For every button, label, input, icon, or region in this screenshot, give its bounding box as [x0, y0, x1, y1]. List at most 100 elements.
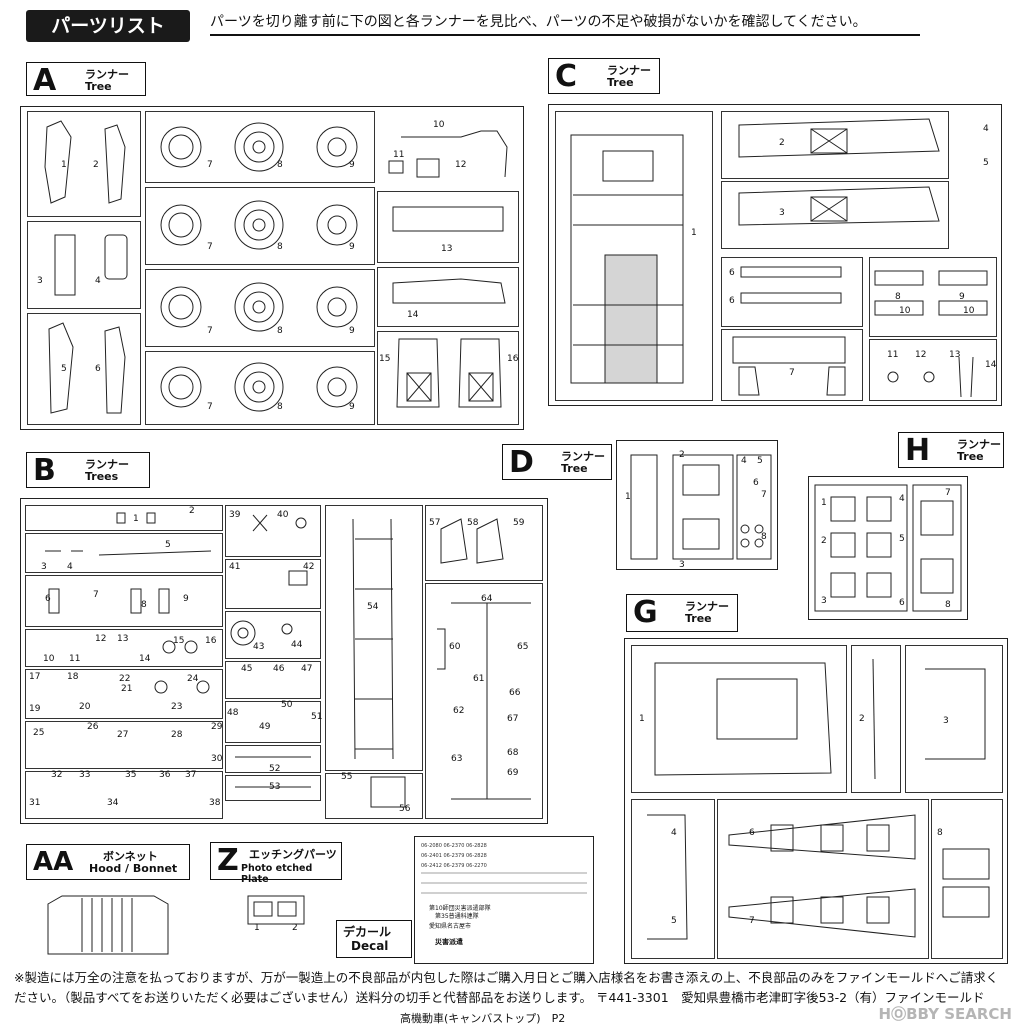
wheel-row-2 — [145, 187, 375, 265]
part-b45-47-cell — [225, 661, 321, 699]
svg-text:11: 11 — [393, 150, 404, 160]
tree-a-letter: A — [33, 63, 57, 98]
tree-d-label: D ランナー Tree — [502, 444, 612, 480]
svg-text:10: 10 — [43, 654, 55, 664]
svg-text:2: 2 — [779, 138, 785, 148]
svg-text:55: 55 — [341, 772, 352, 782]
part-b54-cell — [325, 505, 423, 771]
tree-g-letter: G — [633, 595, 658, 630]
svg-text:53: 53 — [269, 782, 280, 792]
tree-aa-letter: AA — [33, 847, 74, 877]
svg-text:7: 7 — [93, 590, 99, 600]
svg-text:6: 6 — [753, 478, 759, 488]
svg-text:1: 1 — [639, 714, 645, 724]
svg-text:15: 15 — [379, 354, 390, 364]
svg-text:4: 4 — [741, 456, 747, 466]
svg-text:8: 8 — [277, 160, 283, 170]
svg-text:65: 65 — [517, 642, 528, 652]
svg-text:7: 7 — [207, 242, 213, 252]
tree-h-jp: ランナー — [957, 438, 1001, 451]
svg-text:3: 3 — [821, 596, 827, 606]
svg-text:13: 13 — [949, 350, 960, 360]
svg-text:6: 6 — [95, 364, 101, 374]
tree-d-letter: D — [509, 445, 534, 480]
svg-text:35: 35 — [125, 770, 136, 780]
page-caption: 高機動車(キャンバストップ) P2 — [400, 1012, 566, 1025]
part-b25-30-cell — [25, 721, 223, 769]
svg-text:19: 19 — [29, 704, 41, 714]
svg-text:06-2080 06-2370 06-2828: 06-2080 06-2370 06-2828 — [421, 843, 487, 849]
svg-text:9: 9 — [349, 402, 355, 412]
tree-c-letter: C — [555, 59, 578, 94]
svg-text:1: 1 — [254, 923, 260, 933]
wheel-row-3 — [145, 269, 375, 347]
tree-z-jp: エッチングパーツ — [249, 848, 337, 861]
tree-c-jp: ランナー — [607, 64, 651, 77]
part-b31-38-cell — [25, 771, 223, 819]
svg-text:9: 9 — [349, 160, 355, 170]
svg-text:32: 32 — [51, 770, 62, 780]
svg-text:9: 9 — [183, 594, 189, 604]
decal-sheet: 06-2080 06-2370 06-2828 06-2401 06-2379 … — [414, 836, 594, 964]
part-g2-cell — [851, 645, 901, 793]
part-a15-a16-cell — [377, 331, 519, 425]
svg-text:6: 6 — [749, 828, 755, 838]
tree-a-en: Tree — [85, 80, 112, 93]
tree-g-label: G ランナー Tree — [626, 594, 738, 632]
svg-text:2: 2 — [292, 923, 298, 933]
svg-text:69: 69 — [507, 768, 519, 778]
decal-jp: デカール — [343, 925, 392, 939]
tree-h-drawing: 123 456 78 — [814, 484, 962, 612]
svg-text:64: 64 — [481, 594, 493, 604]
part-b3-5-cell — [25, 533, 223, 573]
tree-b-en: Trees — [85, 470, 119, 483]
svg-text:06-2401 06-2379 06-2828: 06-2401 06-2379 06-2828 — [421, 853, 487, 859]
tree-c-label: C ランナー Tree — [548, 58, 660, 94]
svg-text:18: 18 — [67, 672, 79, 682]
svg-text:59: 59 — [513, 518, 525, 528]
svg-text:1: 1 — [625, 492, 631, 502]
svg-text:11: 11 — [69, 654, 80, 664]
defect-notice: ※製造には万全の注意を払っておりますが、万が一製造上の不良部品が内包した際はご購… — [14, 970, 999, 1005]
svg-text:21: 21 — [121, 684, 132, 694]
svg-text:5: 5 — [165, 540, 171, 550]
tree-d-en: Tree — [561, 462, 588, 475]
svg-text:8: 8 — [277, 242, 283, 252]
svg-text:27: 27 — [117, 730, 128, 740]
hood-part-drawing — [47, 895, 169, 955]
part-b55-56-cell — [325, 773, 423, 819]
svg-text:33: 33 — [79, 770, 90, 780]
svg-text:12: 12 — [915, 350, 926, 360]
svg-text:7: 7 — [761, 490, 767, 500]
svg-text:2: 2 — [93, 160, 99, 170]
watermark: HⓄBBY SEARCH — [878, 1005, 1012, 1023]
svg-text:5: 5 — [983, 158, 989, 168]
part-g1-cell — [631, 645, 847, 793]
svg-text:2: 2 — [821, 536, 827, 546]
svg-text:54: 54 — [367, 602, 379, 612]
decal-line-3: 愛知県名古屋市 — [429, 923, 472, 930]
tree-z-en: Photo etched Plate — [241, 863, 313, 885]
svg-text:61: 61 — [473, 674, 484, 684]
svg-text:41: 41 — [229, 562, 240, 572]
svg-text:62: 62 — [453, 706, 464, 716]
svg-text:7: 7 — [749, 916, 755, 926]
svg-text:10: 10 — [899, 306, 911, 316]
part-b52-cell — [225, 745, 321, 773]
svg-text:26: 26 — [87, 722, 99, 732]
tree-g-jp: ランナー — [685, 600, 729, 613]
part-b39-40-cell — [225, 505, 321, 557]
part-b53-cell — [225, 775, 321, 801]
svg-text:4: 4 — [67, 562, 73, 572]
tree-a-label: A ランナー Tree — [26, 62, 146, 98]
svg-text:48: 48 — [227, 708, 239, 718]
svg-text:2: 2 — [679, 450, 685, 460]
svg-text:42: 42 — [303, 562, 314, 572]
svg-text:9: 9 — [959, 292, 965, 302]
